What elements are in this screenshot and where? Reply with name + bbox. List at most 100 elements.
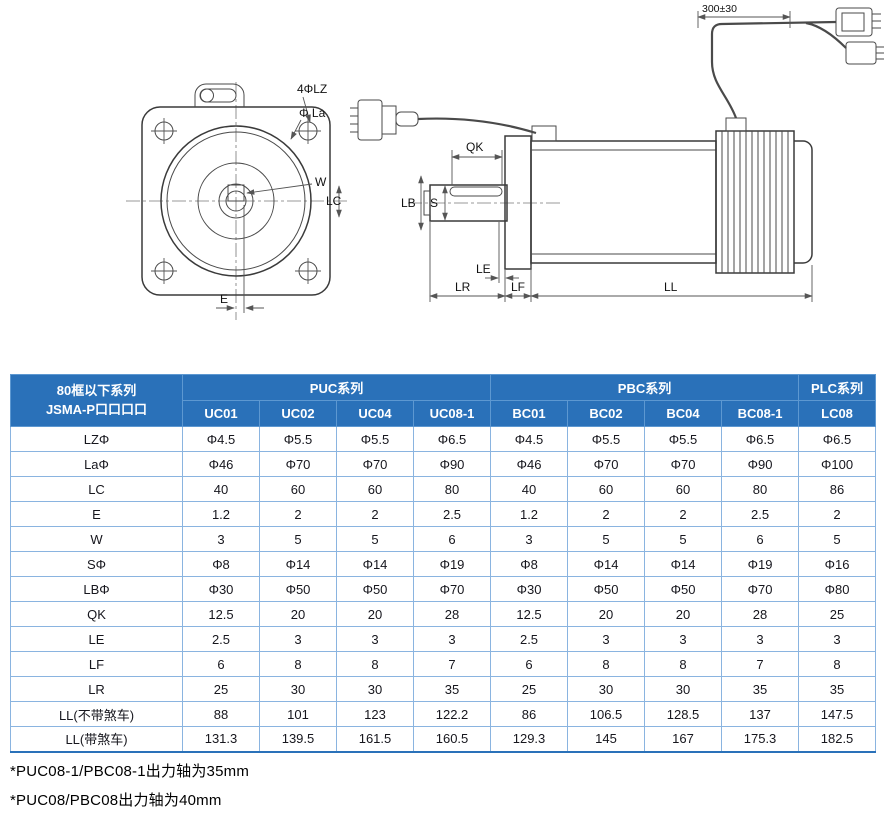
spec-cell: Φ70 — [721, 576, 800, 602]
spec-cell: 106.5 — [567, 701, 646, 727]
spec-cell: 25 — [490, 676, 569, 702]
spec-cell: 28 — [721, 601, 800, 627]
row-label: LBΦ — [10, 576, 183, 602]
row-label: LZΦ — [10, 426, 183, 452]
bolt-holes — [151, 118, 321, 284]
spec-cell: Φ70 — [259, 451, 337, 477]
spec-cell: 6 — [182, 651, 260, 677]
spec-cell: 28 — [412, 601, 492, 627]
spec-cell: 30 — [336, 676, 414, 702]
spec-cell: 35 — [412, 676, 492, 702]
encoder-cable-branch — [805, 21, 847, 49]
flange-outline — [141, 106, 331, 296]
row-label: LC — [10, 476, 183, 502]
side-view: 300±30 QK LB S LE — [350, 3, 884, 302]
spec-cell: 86 — [798, 476, 877, 502]
spec-cell: 2.5 — [490, 626, 569, 652]
dim-label-s: S — [430, 196, 438, 210]
dim-label-la: Φ La — [299, 106, 326, 120]
spec-cell: 131.3 — [182, 726, 260, 753]
model-header: LC08 — [798, 400, 877, 427]
spec-cell: Φ8 — [182, 551, 260, 577]
spec-cell: 101 — [259, 701, 337, 727]
spec-cell: 3 — [182, 526, 260, 552]
dimension-spec-table: 80框以下系列 JSMA-P口口口口 PUC系列 PBC系列 PLC系列 UC0… — [10, 374, 877, 753]
spec-cell: 3 — [567, 626, 646, 652]
spec-cell: 3 — [412, 626, 492, 652]
spec-cell: 2 — [259, 501, 337, 527]
model-header: BC04 — [644, 400, 723, 427]
spec-cell: 6 — [721, 526, 800, 552]
spec-cell: 2.5 — [721, 501, 800, 527]
spec-cell: 60 — [644, 476, 723, 502]
model-header: UC01 — [182, 400, 260, 427]
spec-cell: 160.5 — [412, 726, 492, 753]
spec-cell: 86 — [490, 701, 569, 727]
spec-cell: 20 — [336, 601, 414, 627]
spec-cell: Φ100 — [798, 451, 877, 477]
spec-cell: 80 — [412, 476, 492, 502]
table-group-row: 80框以下系列 JSMA-P口口口口 PUC系列 PBC系列 PLC系列 — [10, 374, 877, 427]
spec-cell: 175.3 — [721, 726, 800, 753]
shaft-keyway — [227, 184, 245, 202]
spec-cell: Φ16 — [798, 551, 877, 577]
spec-cell: 5 — [798, 526, 877, 552]
spec-cell: Φ14 — [336, 551, 414, 577]
spec-cell: 5 — [336, 526, 414, 552]
footnote-1: *PUC08-1/PBC08-1出力轴为35mm — [10, 763, 250, 780]
footnotes: *PUC08-1/PBC08-1出力轴为35mm *PUC08/PBC08出力轴… — [10, 760, 249, 813]
mounting-flange — [504, 135, 532, 270]
spec-cell: 147.5 — [798, 701, 877, 727]
spec-cell: 6 — [490, 651, 569, 677]
row-label: LL(不带煞车) — [10, 701, 183, 727]
spec-cell: 12.5 — [490, 601, 569, 627]
spec-cell: 25 — [182, 676, 260, 702]
dim-label-lr: LR — [455, 280, 471, 294]
spec-cell: 137 — [721, 701, 800, 727]
spec-cell: 3 — [259, 626, 337, 652]
series-line1: 80框以下系列 — [56, 382, 137, 398]
spec-table-section: 80框以下系列 JSMA-P口口口口 PUC系列 PBC系列 PLC系列 UC0… — [10, 374, 877, 753]
spec-cell: 3 — [336, 626, 414, 652]
spec-cell: 8 — [644, 651, 723, 677]
series-header: 80框以下系列 JSMA-P口口口口 — [10, 374, 183, 427]
spec-cell: Φ90 — [721, 451, 800, 477]
spec-cell: Φ70 — [567, 451, 646, 477]
end-cap — [794, 140, 813, 264]
spec-cell: 20 — [644, 601, 723, 627]
spec-cell: 145 — [567, 726, 646, 753]
row-label: LL(带煞车) — [10, 726, 183, 753]
spec-cell: 30 — [644, 676, 723, 702]
spec-cell: 2 — [336, 501, 414, 527]
spec-cell: 122.2 — [412, 701, 492, 727]
spec-cell: 60 — [336, 476, 414, 502]
spec-cell: 25 — [798, 601, 877, 627]
power-connector-plug — [350, 99, 419, 141]
model-header: UC02 — [259, 400, 337, 427]
output-shaft — [423, 184, 508, 222]
row-label: LF — [10, 651, 183, 677]
spec-cell: Φ5.5 — [567, 426, 646, 452]
spec-cell: 2.5 — [412, 501, 492, 527]
dim-label-qk: QK — [466, 140, 483, 154]
spec-cell: Φ46 — [182, 451, 260, 477]
front-view-dimensions: 4ΦLZ Φ La W LC E — [216, 82, 342, 313]
spec-cell: Φ80 — [798, 576, 877, 602]
spec-cell: Φ50 — [259, 576, 337, 602]
spec-cell: Φ8 — [490, 551, 569, 577]
dim-label-e: E — [220, 292, 228, 306]
spec-cell: 7 — [412, 651, 492, 677]
spec-cell: Φ6.5 — [798, 426, 877, 452]
series-line2: JSMA-P口口口口 — [45, 401, 148, 417]
spec-cell: 5 — [644, 526, 723, 552]
power-terminal — [531, 125, 557, 142]
spec-cell: Φ5.5 — [259, 426, 337, 452]
